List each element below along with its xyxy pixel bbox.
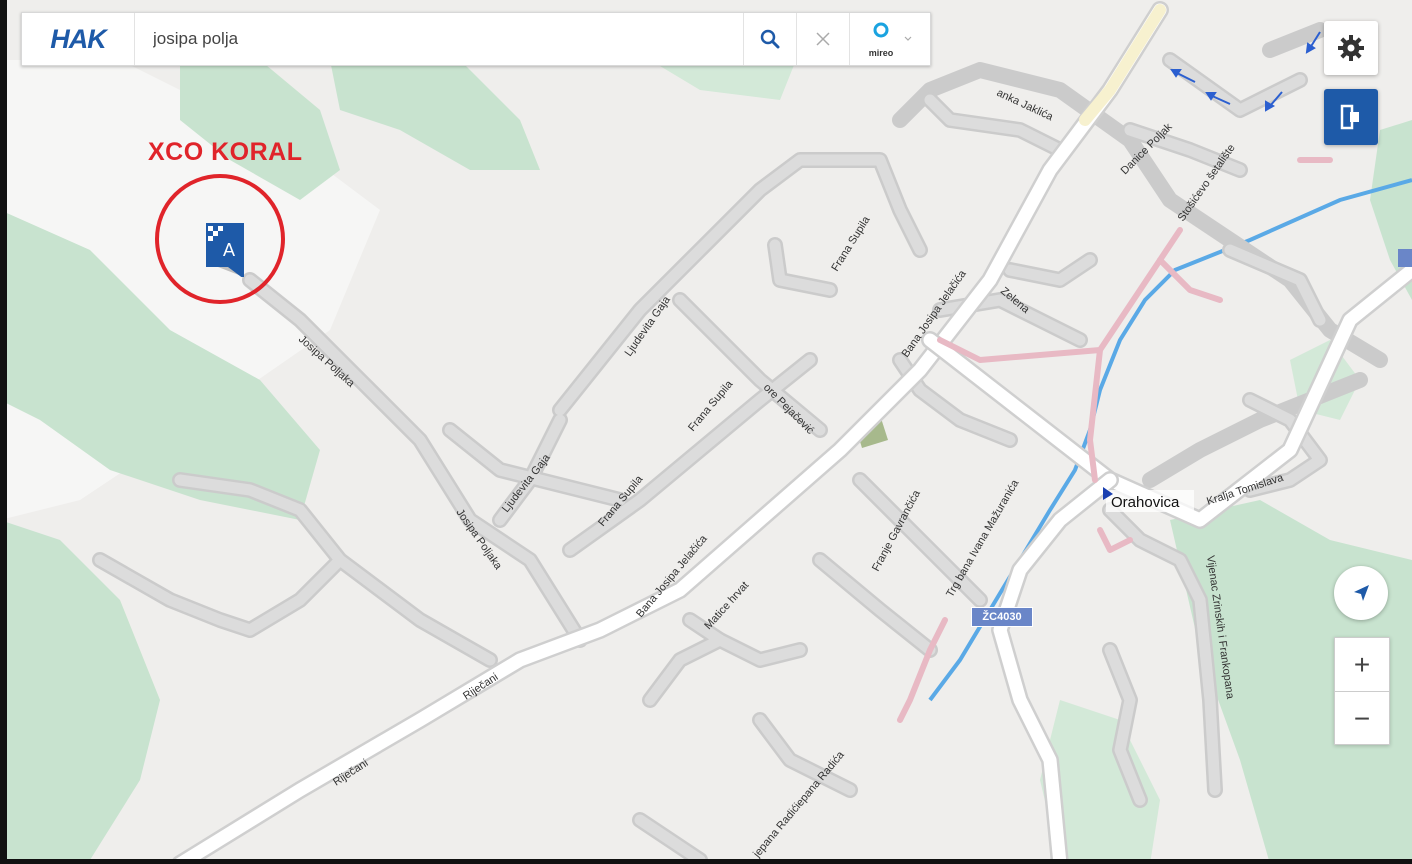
main-roads: [171, 1, 1412, 864]
mireo-logo-icon: [873, 22, 889, 37]
search-icon: [760, 29, 780, 49]
zoom-in-button[interactable]: +: [1335, 638, 1389, 692]
search-button[interactable]: [743, 13, 796, 65]
mireo-logo: mireo: [867, 21, 895, 58]
provider-label: mireo: [868, 47, 894, 58]
road-number-badge: ŽC4030: [971, 607, 1033, 627]
annotation-label: XCO KORAL: [148, 138, 303, 166]
place-label-bg: [1106, 490, 1194, 512]
window-frame-left: [0, 0, 7, 864]
locate-button[interactable]: [1334, 566, 1388, 620]
layers-icon: [1340, 104, 1359, 130]
edge-road-badge: [1398, 249, 1412, 267]
window-frame-bottom: [0, 859, 1412, 864]
zoom-out-button[interactable]: −: [1353, 702, 1371, 734]
annotation-circle: [155, 174, 285, 304]
navigation-arrow-icon: [1354, 585, 1369, 601]
route-marker-a[interactable]: A: [206, 223, 244, 277]
provider-dropdown[interactable]: mireo: [849, 13, 930, 65]
checkered-flag-icon: [208, 226, 223, 241]
marker-tail: [228, 267, 244, 277]
chevron-down-icon: [904, 36, 912, 41]
pedestrian-paths: [897, 157, 1333, 723]
marker-letter: A: [223, 240, 235, 260]
settings-button[interactable]: [1324, 21, 1378, 75]
place-label: Orahovica: [1111, 494, 1180, 511]
hak-logo[interactable]: HAK: [22, 13, 135, 65]
search-bar: HAK mireo: [21, 12, 931, 66]
search-input[interactable]: [135, 13, 743, 65]
layers-button[interactable]: [1324, 89, 1378, 145]
close-icon: [816, 32, 830, 46]
gear-icon: [1338, 35, 1364, 61]
oneway-arrows: [1170, 31, 1321, 112]
clear-button[interactable]: [796, 13, 849, 65]
roads: [94, 54, 1326, 864]
place-marker-icon: [1103, 487, 1113, 500]
zoom-controls: + −: [1334, 637, 1390, 745]
